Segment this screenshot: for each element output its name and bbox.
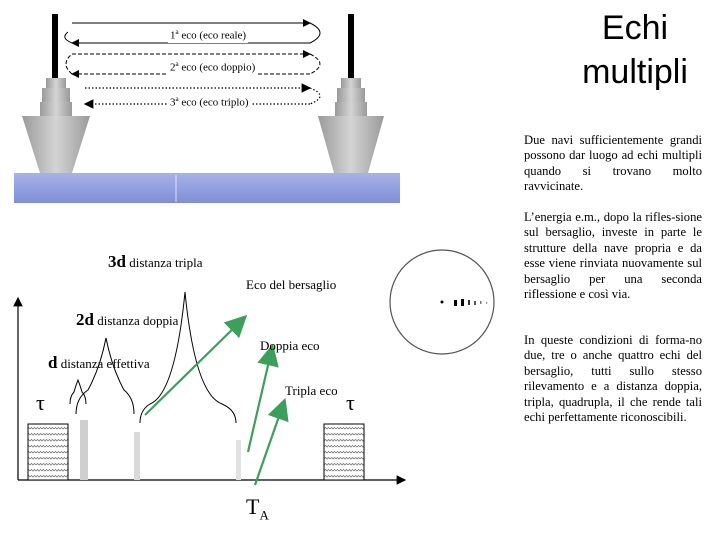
paragraph-conditions: In queste condizioni di forma-no due, tr…: [524, 333, 702, 425]
label-double-echo: Doppia eco: [260, 338, 320, 353]
label-target-echo: Eco del bersaglio: [246, 277, 337, 292]
echo-pulse-triple: [236, 440, 241, 480]
transmitted-pulse-left: [27, 423, 69, 481]
arrow-double-echo: [246, 343, 279, 453]
ta-label: TA: [246, 494, 269, 523]
page-title: Echi multipli: [582, 9, 688, 91]
tau-symbol-left: τ: [36, 390, 45, 415]
echo-label-2: 2a eco (eco doppio): [168, 58, 258, 75]
echo-pulse-double: [134, 432, 140, 480]
tau-symbol-right: τ: [346, 390, 355, 415]
arrow-triple-echo: [253, 397, 289, 486]
echo-label-3: 3a eco (eco triplo): [168, 93, 251, 110]
echo-path-1: [64, 19, 321, 47]
ppi-scope: [389, 249, 495, 355]
left-ship: [22, 14, 90, 173]
echo-pulse-real: [80, 420, 88, 480]
sea-surface: [14, 173, 400, 203]
label-double-distance: 2d distanza doppia: [76, 310, 179, 329]
label-triple-distance: 3d distanza tripla: [108, 252, 203, 271]
arrow-target-echo: [144, 314, 248, 416]
brace-triple-distance: [139, 291, 237, 424]
echo-label-1: 1a eco (eco reale): [168, 26, 249, 43]
echo-path-2: [65, 50, 321, 78]
label-effective-distance: d distanza effettiva: [48, 353, 150, 372]
right-ship: [318, 14, 384, 173]
paragraph-intro: Due navi sufficientemente grandi possono…: [524, 133, 702, 194]
label-triple-echo: Tripla eco: [285, 383, 338, 398]
brace-double-distance: [75, 337, 135, 415]
brace-effective-distance: [69, 378, 87, 405]
paragraph-reflection: L’energia e.m., dopo la rifles-sione sul…: [524, 210, 702, 302]
transmitted-pulse-right: [323, 423, 365, 481]
